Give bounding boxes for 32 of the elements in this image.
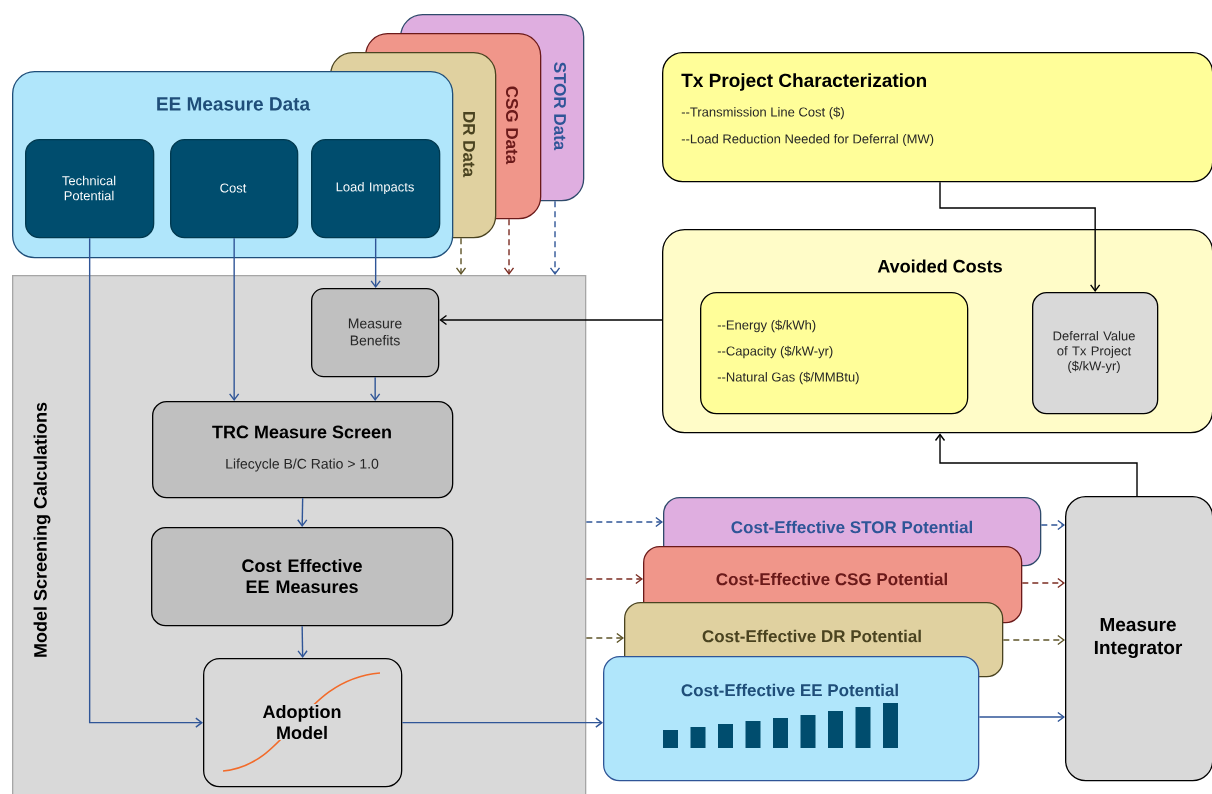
arrow xyxy=(939,181,1101,292)
arrow xyxy=(455,237,467,275)
arrow xyxy=(978,711,1065,723)
arrow xyxy=(297,625,308,658)
info-box: --Energy ($/kWh) --Capacity ($/kW-yr) --Natural Gas ($/MMBtu) xyxy=(700,292,969,415)
arrow xyxy=(1002,634,1065,646)
arrow xyxy=(1021,577,1065,589)
arrow xyxy=(503,218,515,275)
arrow xyxy=(401,717,603,728)
process-box: TRC Measure Screen Lifecycle B/C Ratio > 1.0 xyxy=(152,401,454,499)
process-box: Deferral Value of Tx Project ($/kW-yr) xyxy=(1032,292,1159,415)
arrow xyxy=(439,314,663,326)
process-box: Cost Effective EE Measures xyxy=(151,527,454,627)
data-box: Cost xyxy=(170,139,299,239)
arrow xyxy=(549,200,561,275)
arrow xyxy=(369,376,381,401)
result-card: Cost-Effective EE Potential xyxy=(603,656,980,782)
data-box: Technical Potential xyxy=(25,139,155,239)
arrow xyxy=(297,497,308,527)
arrow xyxy=(934,433,1138,497)
info-box: Tx Project Characterization --Transmission Line Cost ($) --Load Reduction Needed for Deferral (MW) xyxy=(662,52,1212,183)
arrow xyxy=(585,573,643,585)
process-box: Adoption Model xyxy=(203,658,403,788)
arrow xyxy=(88,237,203,728)
data-box: Load Impacts xyxy=(311,139,441,239)
arrow xyxy=(585,516,663,528)
process-box: Measure Integrator xyxy=(1065,496,1212,782)
arrow xyxy=(228,237,240,401)
arrow xyxy=(585,632,624,644)
process-box: Measure Benefits xyxy=(311,288,440,378)
arrow xyxy=(1040,519,1065,531)
arrow xyxy=(370,237,381,288)
